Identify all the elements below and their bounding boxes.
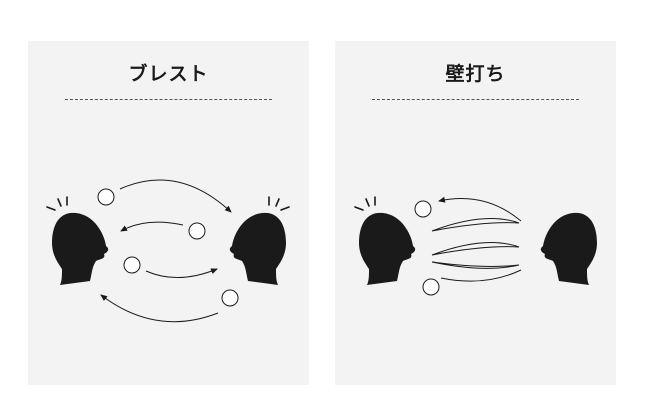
ball-icon [414, 200, 432, 218]
ball-icon [221, 289, 239, 307]
divider [372, 99, 579, 100]
bounce-streak [431, 218, 520, 232]
panel-title: ブレスト [128, 63, 209, 85]
brainstorm-diagram [46, 179, 290, 323]
head-icon [52, 212, 109, 285]
panel-brainstorm: ブレスト [28, 41, 309, 385]
spark-icon [354, 196, 376, 211]
wall-bounce-diagram [354, 196, 597, 296]
arrow-icon [119, 179, 232, 213]
arrow-icon [100, 294, 219, 323]
head-icon [229, 212, 286, 285]
panel-title: 壁打ち [445, 63, 506, 85]
ball-icon [422, 278, 440, 296]
bounce-streak [440, 269, 522, 282]
panel-wall-bounce: 壁打ち [335, 41, 616, 385]
ball-icon [188, 222, 206, 240]
ball-icon [97, 188, 115, 206]
arrow-icon [438, 196, 522, 222]
spark-icon [268, 196, 290, 211]
arrow-icon [145, 268, 218, 279]
bounce-streak [431, 261, 520, 269]
arrow-icon [120, 221, 184, 232]
spark-icon [46, 196, 68, 211]
ball-icon [123, 256, 141, 274]
head-icon [359, 212, 416, 285]
divider [65, 99, 272, 100]
head-icon [540, 212, 597, 285]
bounce-streak [431, 242, 520, 256]
